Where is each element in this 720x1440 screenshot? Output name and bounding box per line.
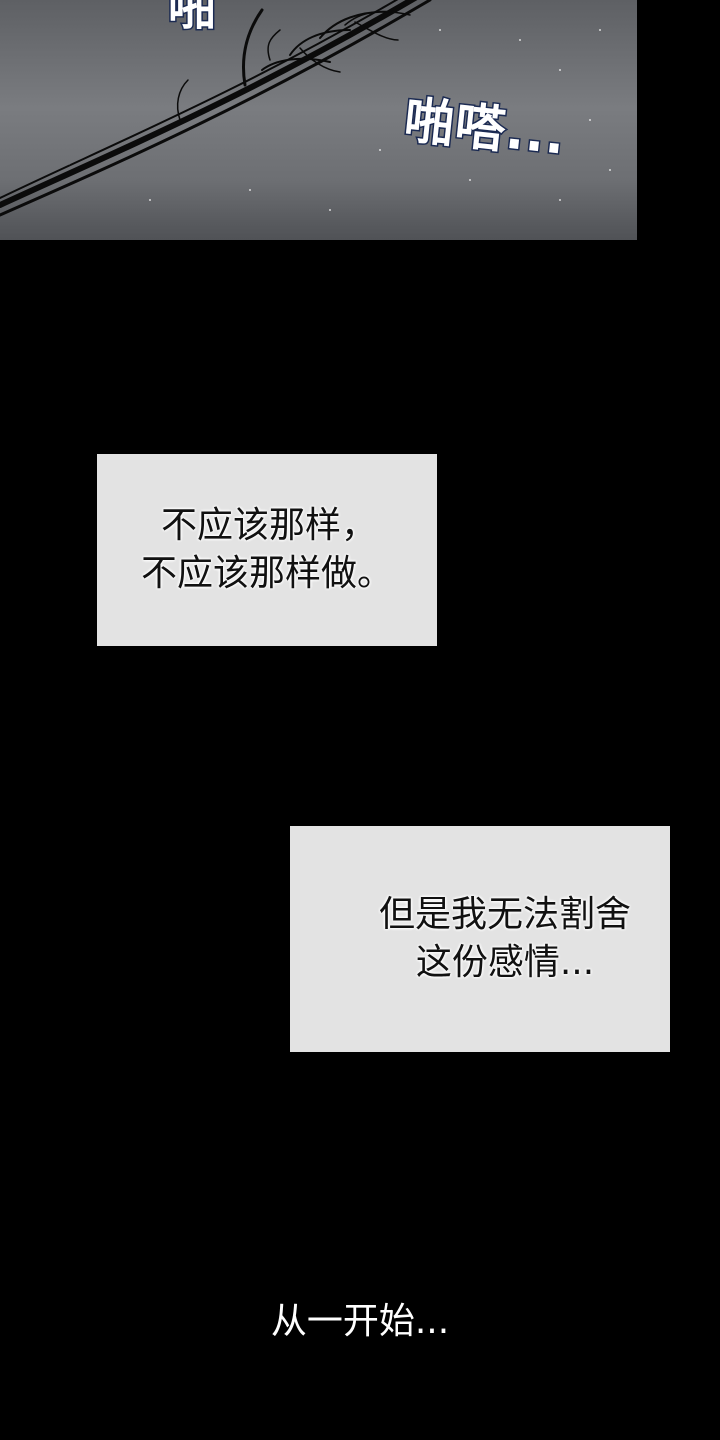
caption-1-text: 不应该那样， 不应该那样做。: [141, 502, 393, 598]
caption-2-line-2: 这份感情...: [415, 942, 595, 983]
sound-effect-partial: 啪: [166, 0, 217, 38]
caption-box-2: 但是我无法割舍 这份感情...: [290, 826, 670, 1052]
caption-2-text: 但是我无法割舍 这份感情...: [379, 891, 631, 987]
caption-2-line-1: 但是我无法割舍: [378, 894, 631, 935]
caption-box-1: 不应该那样， 不应该那样做。: [97, 454, 437, 646]
night-sky-branch-illustration: [0, 0, 611, 217]
caption-1-line-2: 不应该那样做。: [140, 553, 393, 594]
narration-text: 从一开始...: [270, 1301, 450, 1342]
top-comic-panel: 啪 啪嗒...: [0, 0, 637, 240]
caption-1-line-1: 不应该那样，: [160, 505, 377, 546]
